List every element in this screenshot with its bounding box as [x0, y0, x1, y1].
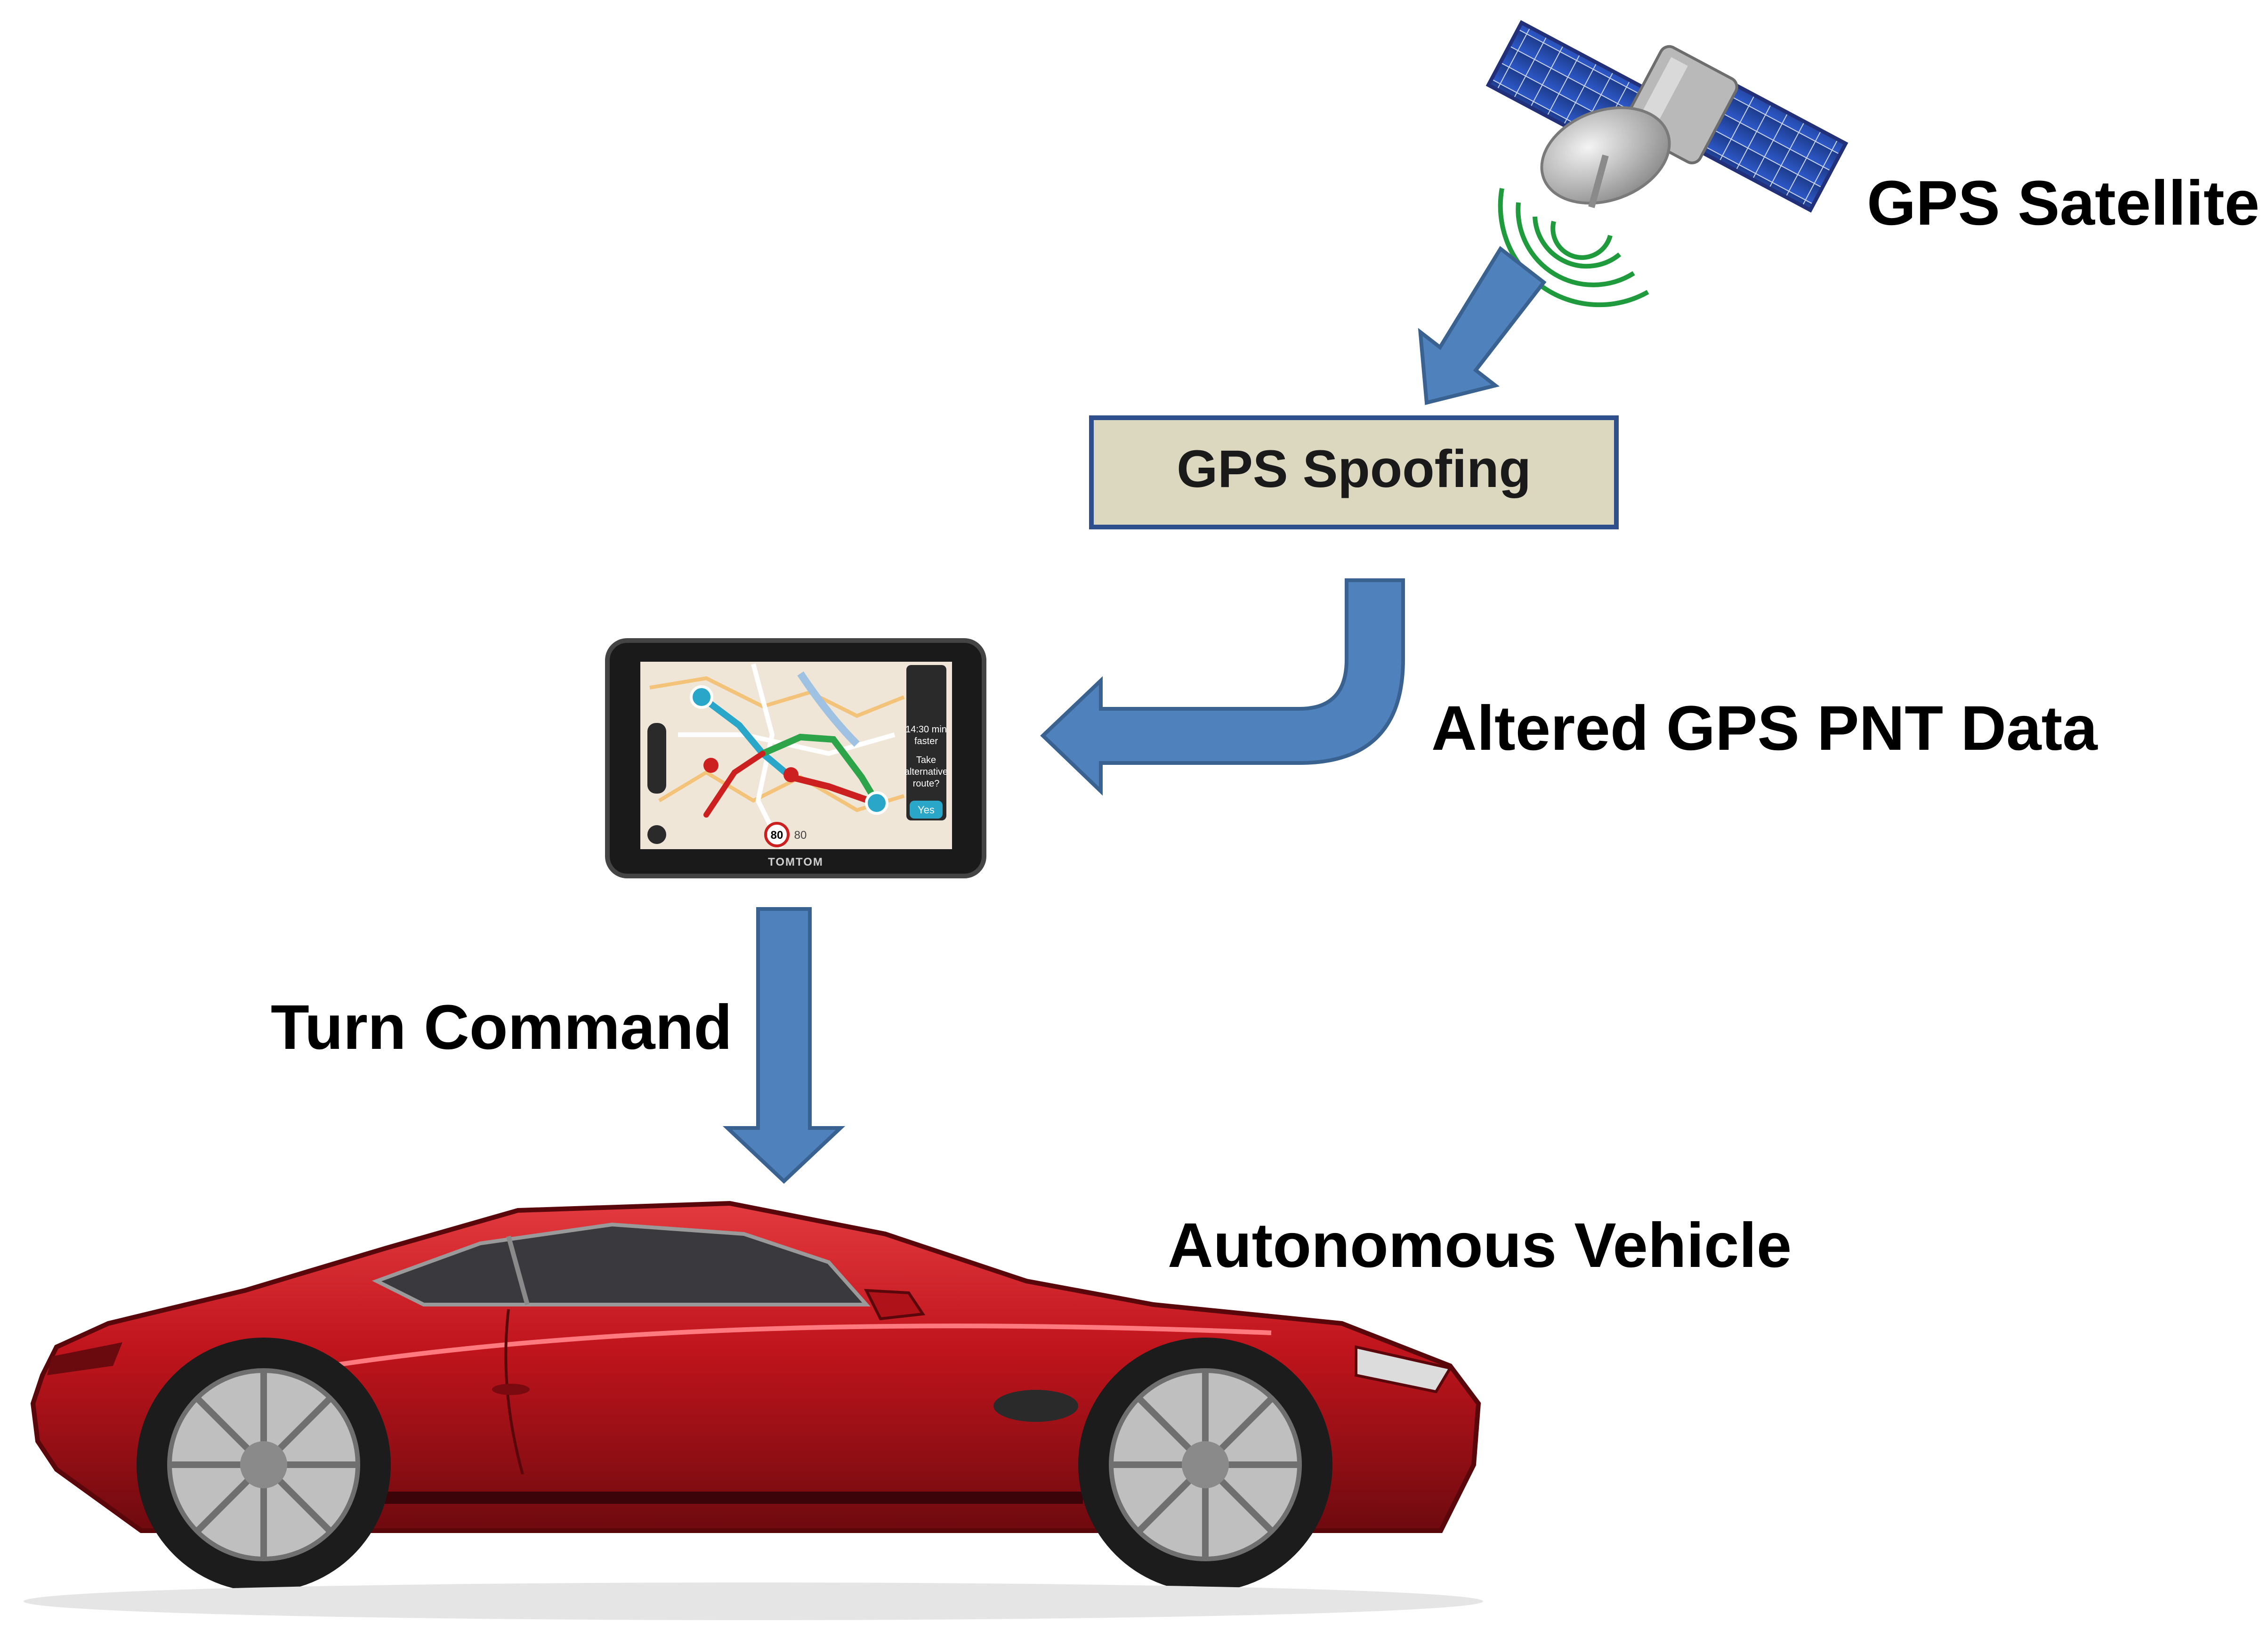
gps-device: 14:30 min faster Take alternative route?…	[605, 638, 986, 878]
sidebar-alternative-text: alternative	[904, 767, 948, 777]
map-routes	[698, 694, 879, 818]
autonomous-vehicle-image	[24, 1201, 1483, 1620]
gps-spoofing-box	[1089, 415, 1619, 529]
window-pillar	[506, 1235, 530, 1306]
front-wheel	[1078, 1338, 1332, 1592]
autonomous-vehicle-label: Autonomous Vehicle	[1168, 1210, 1792, 1281]
zoom-control[interactable]	[647, 723, 666, 794]
route-end-marker	[865, 791, 888, 815]
device-screen	[640, 662, 952, 849]
gps-spoofing-label: GPS Spoofing	[1177, 439, 1531, 498]
car-shadow	[24, 1582, 1483, 1620]
route-start-marker	[690, 685, 713, 709]
current-speed-value: 80	[794, 829, 807, 842]
side-crease	[329, 1323, 1272, 1368]
spoofing-to-device-arrow	[1040, 578, 1405, 796]
menu-button[interactable]	[647, 825, 666, 844]
sidebar-take-text: Take	[916, 755, 936, 765]
antenna-feed	[1588, 154, 1609, 208]
yes-button[interactable]	[910, 801, 943, 819]
device-to-vehicle-arrow	[722, 907, 846, 1184]
satellite-icon	[1485, 20, 1848, 308]
sidebar-route-text: route?	[913, 779, 940, 789]
door-handle	[492, 1384, 530, 1395]
taillight	[47, 1342, 122, 1375]
speed-limit-value: 80	[771, 829, 783, 842]
speed-limit-sign	[764, 822, 790, 847]
yes-button-label: Yes	[918, 804, 935, 816]
sidebar-time-text: 14:30 min	[905, 724, 947, 735]
sidebar-faster-text: faster	[914, 736, 938, 746]
side-mirror	[864, 1289, 926, 1321]
traffic-warning-icon	[703, 758, 718, 773]
side-vent	[993, 1390, 1078, 1422]
traffic-warning-icon-2	[783, 767, 799, 782]
satellite-to-spoofing-arrow	[1418, 246, 1547, 406]
rear-wheel	[137, 1338, 391, 1592]
device-sidebar	[906, 665, 946, 820]
altered-gps-pnt-data-label: Altered GPS PNT Data	[1431, 693, 2098, 763]
headlight	[1355, 1345, 1453, 1394]
car-window	[371, 1222, 871, 1306]
turn-command-label: Turn Command	[271, 992, 733, 1063]
gps-satellite-label: GPS Satellite	[1867, 168, 2260, 238]
device-brand-logo: TOMTOM	[768, 856, 823, 868]
